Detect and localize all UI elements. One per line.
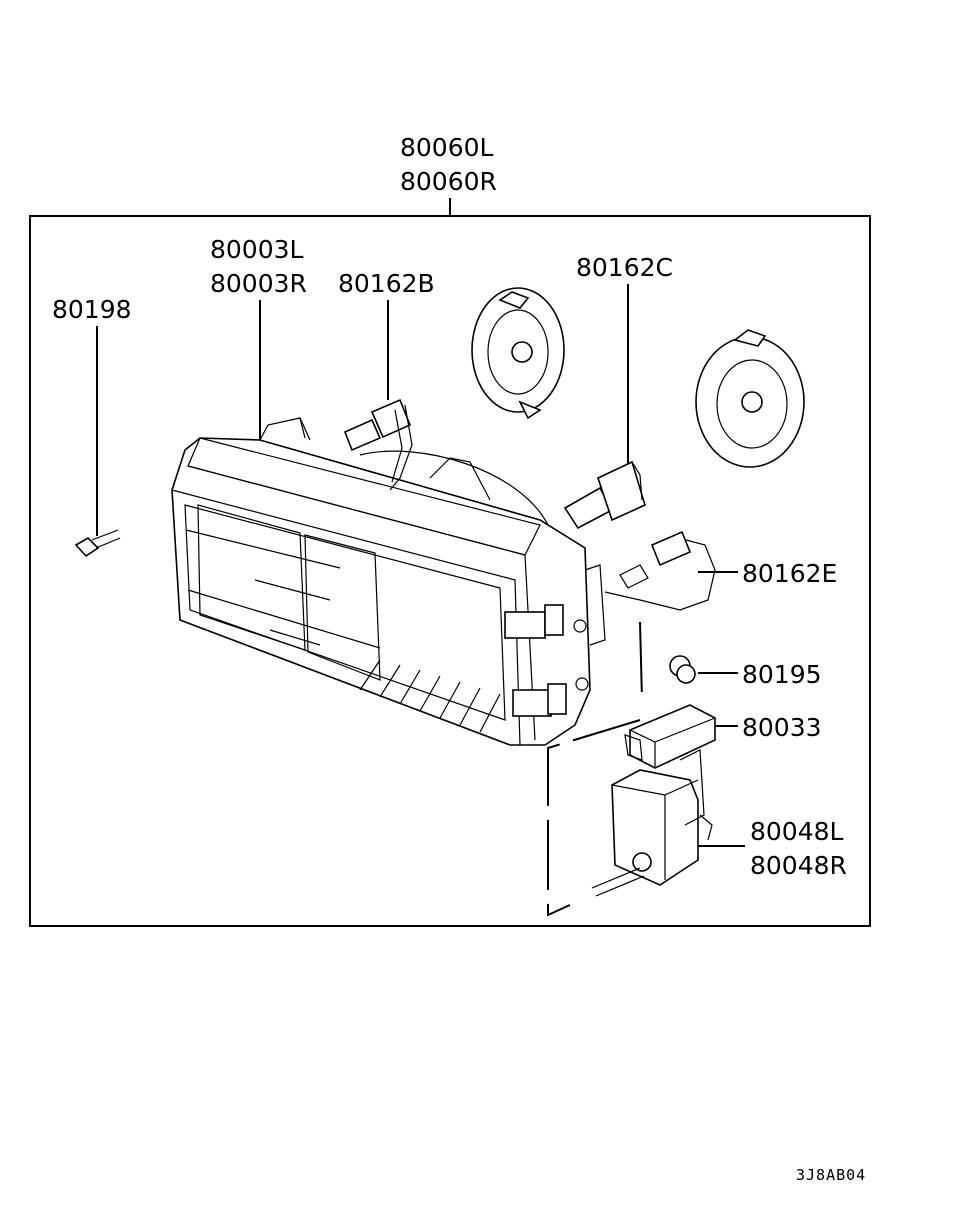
dashed-connector-lower — [547, 719, 641, 917]
assembly-label-left: 80060L — [400, 133, 494, 162]
bulb-80162b — [343, 398, 413, 491]
part-label-80003l: 80003L — [210, 235, 304, 264]
part-label-80162c: 80162C — [576, 253, 673, 282]
reflector-cap-top — [471, 287, 565, 420]
reflector-cap-bottom — [695, 329, 805, 468]
clip-80195 — [669, 655, 696, 684]
part-label-80162e: 80162E — [742, 559, 837, 588]
part-label-80048l: 80048L — [750, 817, 844, 846]
bulb-80162c — [563, 460, 646, 530]
bolt-80198 — [74, 529, 121, 558]
assembly-frame — [29, 215, 871, 927]
dashed-connector-upper — [639, 621, 643, 701]
headlamp-unit — [171, 417, 606, 746]
part-label-80162b: 80162B — [338, 269, 435, 298]
part-label-80033: 80033 — [742, 713, 822, 742]
leveling-actuator-80048 — [591, 749, 713, 897]
diagram-code: 3J8AB04 — [796, 1166, 866, 1184]
part-label-80198: 80198 — [52, 295, 132, 324]
relay-80033 — [624, 704, 716, 769]
part-label-80195: 80195 — [742, 660, 822, 689]
bulb-80162e — [604, 530, 716, 611]
assembly-label-right: 80060R — [400, 167, 497, 196]
part-label-80003r: 80003R — [210, 269, 307, 298]
part-label-80048r: 80048R — [750, 851, 847, 880]
